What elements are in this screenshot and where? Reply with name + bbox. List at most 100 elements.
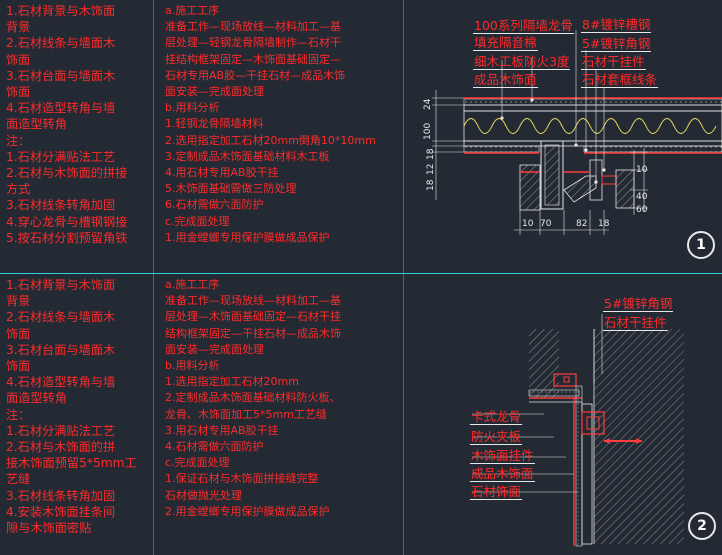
note-line: 1.石材分满贴法工艺: [6, 423, 116, 438]
note-line: 3.石材线条转角加固: [6, 488, 116, 503]
note-line: 6.石材需做六面防护: [165, 198, 264, 212]
note-line: 接木饰面预留5*5mm工: [6, 456, 137, 471]
panel1-section-drawing: [432, 30, 722, 235]
note-line: 5.按石材分割预留角铁: [6, 230, 128, 245]
note-line: 1.石材背景与木饰面: [6, 4, 116, 18]
note-line: 龙骨、木饰面加工5*5mm工艺缝: [165, 407, 327, 421]
note-line: b.用料分析: [165, 101, 220, 115]
note-line: 准备工作—现场放线—材料加工—基: [165, 20, 341, 34]
panel-divider: [0, 273, 722, 274]
note-line: 面安装—完成面处理: [165, 85, 264, 99]
note-line: 2.用金螳螂专用保护膜做成品保护: [165, 504, 330, 518]
note-line: 层处理—轻钢龙骨隔墙制作—石材干: [165, 36, 341, 50]
note-line: 3.石材台面与墙面木: [6, 68, 116, 83]
note-line: 石材做抛光处理: [165, 488, 242, 502]
note-line: 2.石材与木饰面的拼: [6, 440, 116, 455]
dim-label: 60: [636, 205, 648, 215]
note-line: 面安装—完成面处理: [165, 342, 264, 356]
panel1-construction-notes: a.施工工序准备工作—现场放线—材料加工—基层处理—轻钢龙骨隔墙制作—石材干挂结…: [165, 3, 400, 271]
dim-label: 40: [636, 192, 648, 202]
callout-keel: 卡式龙骨: [470, 409, 523, 425]
callout-wood-veneer: 成品木饰面: [473, 72, 538, 88]
note-line: 3.用石材专用AB胶干挂: [165, 423, 279, 437]
column-divider: [153, 0, 154, 555]
note-line: c.完成面处理: [165, 456, 230, 470]
note-line: c.完成面处理: [165, 214, 230, 228]
note-line: 1.用金螳螂专用保护膜做成品保护: [165, 230, 330, 244]
note-line: 注：: [6, 407, 31, 422]
note-line: b.用料分析: [165, 359, 220, 373]
note-line: 方式: [6, 182, 31, 197]
note-line: a.施工工序: [165, 4, 220, 17]
detail-number-badge: 1: [687, 231, 715, 259]
note-line: 面造型转角: [6, 391, 67, 406]
callout-drywall-stud: 100系列隔墙龙骨: [473, 18, 574, 34]
note-line: 2.定制成品木饰面基础材料防火板、: [165, 391, 341, 405]
dim-label: 24: [423, 98, 433, 110]
note-line: 4.安装木饰面挂条间: [6, 504, 116, 519]
note-line: 隙与木饰面密贴: [6, 521, 92, 536]
note-line: 饰面: [6, 359, 31, 374]
callout-stone-bracket: 石材干挂件: [581, 54, 646, 70]
callout-stone-finish: 石材饰面: [470, 484, 523, 500]
note-line: 3.石材线条转角加固: [6, 198, 116, 213]
note-line: 2.石材线条与墙面木: [6, 310, 116, 325]
note-line: 5.木饰面基础需做三防处理: [165, 182, 297, 196]
note-line: 1.石材背景与木饰面: [6, 278, 116, 292]
note-line: 4.用石材专用AB胶干挂: [165, 166, 279, 180]
callout-channel-steel: 8#镀锌槽钢: [581, 17, 652, 33]
dim-label: 18: [426, 148, 436, 160]
note-line: 1.轻钢龙骨隔墙材料: [165, 117, 264, 131]
note-line: 准备工作—现场放线—材料加工—基: [165, 294, 341, 308]
callout-veneer-hanger: 木饰面挂件: [470, 448, 535, 464]
note-line: 背景: [6, 20, 31, 35]
dim-label: 10: [636, 165, 648, 175]
note-line: 4.石材造型转角与墙: [6, 375, 116, 390]
column-divider: [403, 0, 404, 555]
dim-label: 70: [540, 219, 552, 229]
callout-angle-steel: 5#镀锌角钢: [581, 36, 652, 52]
callout-angle-steel-2: 5#镀锌角钢: [603, 296, 674, 312]
note-line: 饰面: [6, 326, 31, 341]
note-line: 4.穿心龙骨与槽钢钢接: [6, 214, 128, 229]
callout-stone-bracket-2: 石材干挂件: [603, 315, 668, 331]
note-line: 饰面: [6, 85, 31, 100]
note-line: 3.定制成品木饰面基础材料木工板: [165, 149, 330, 163]
callout-wood-veneer-2: 成品木饰面: [470, 466, 535, 482]
note-line: 2.石材线条与墙面木: [6, 36, 116, 51]
note-line: 石材专用AB胶—干挂石材—成品木饰: [165, 68, 346, 82]
note-line: 注：: [6, 133, 31, 148]
note-line: 3.石材台面与墙面木: [6, 342, 116, 357]
detail-number-badge: 2: [688, 512, 716, 540]
panel2-section-drawing: [472, 314, 684, 547]
note-line: 背景: [6, 294, 31, 309]
dim-label: 82: [576, 219, 588, 229]
note-line: 1.石材分满贴法工艺: [6, 149, 116, 164]
note-line: 2.选用指定加工石材20mm倒角10*10mm: [165, 133, 376, 147]
dim-label: 10: [522, 219, 534, 229]
note-line: 1.选用指定加工石材20mm: [165, 375, 299, 389]
dim-label: 12: [426, 163, 436, 175]
note-line: 饰面: [6, 52, 31, 67]
note-line: 面造型转角: [6, 117, 67, 132]
note-line: 4.石材造型转角与墙: [6, 101, 116, 116]
dim-label: 18: [598, 219, 610, 229]
dim-label: 100: [423, 122, 433, 140]
callout-plywood: 细木工板防火3度: [473, 54, 571, 70]
callout-stone-frame: 石材套框线条: [581, 72, 659, 88]
callout-insulation: 填充隔音棉: [473, 35, 538, 51]
note-line: 挂结构框架固定—木饰面基础固定—: [165, 52, 341, 66]
callout-fire-plywood: 防火夹板: [470, 429, 523, 445]
note-line: 4.石材需做六面防护: [165, 440, 264, 454]
note-line: 艺缝: [6, 472, 31, 487]
note-line: 层处理—木饰面基础固定—石材干挂: [165, 310, 341, 324]
panel2-construction-notes: a.施工工序准备工作—现场放线—材料加工—基层处理—木饰面基础固定—石材干挂结构…: [165, 277, 400, 555]
note-line: a.施工工序: [165, 278, 220, 291]
note-line: 2.石材与木饰面的拼接: [6, 166, 128, 181]
note-line: 结构框架固定—干挂石材—成品木饰: [165, 326, 341, 340]
note-line: 1.保证石材与木饰面拼接缝完整: [165, 472, 319, 486]
dim-label: 18: [426, 179, 436, 191]
